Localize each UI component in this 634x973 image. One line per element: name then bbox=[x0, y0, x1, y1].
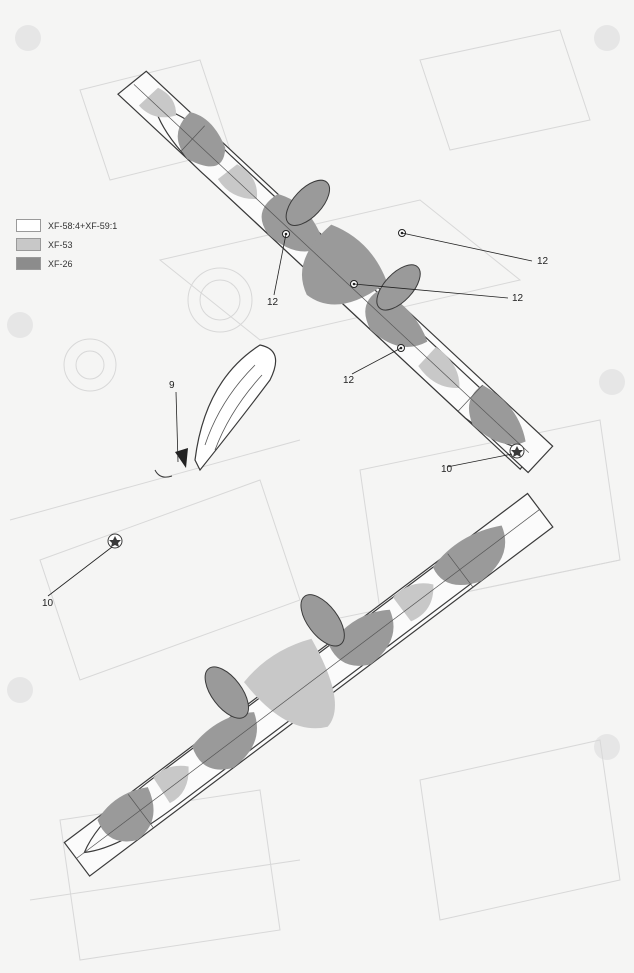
callout-9: 9 bbox=[169, 380, 175, 391]
aircraft-lower-view bbox=[47, 492, 554, 877]
legend-label: XF-58:4+XF-59:1 bbox=[48, 220, 118, 231]
callout-10: 10 bbox=[42, 598, 54, 609]
legend-item: XF-53 bbox=[16, 235, 117, 254]
callout-12: 12 bbox=[267, 297, 279, 308]
callout-12: 12 bbox=[343, 375, 355, 386]
legend-swatch-light-gray bbox=[16, 238, 41, 251]
legend-item: XF-26 bbox=[16, 254, 117, 273]
legend-swatch-dark-gray bbox=[16, 257, 41, 270]
legend-item: XF-58:4+XF-59:1 bbox=[16, 216, 117, 235]
canopy-frame bbox=[154, 344, 277, 478]
legend-swatch-white bbox=[16, 219, 41, 232]
callout-12: 12 bbox=[512, 293, 524, 304]
callout-12: 12 bbox=[537, 256, 549, 267]
color-legend: XF-58:4+XF-59:1 XF-53 XF-26 bbox=[16, 216, 117, 273]
legend-label: XF-26 bbox=[48, 258, 73, 269]
legend-label: XF-53 bbox=[48, 239, 73, 250]
aircraft-upper-view bbox=[117, 70, 554, 478]
callout-10: 10 bbox=[441, 464, 453, 475]
